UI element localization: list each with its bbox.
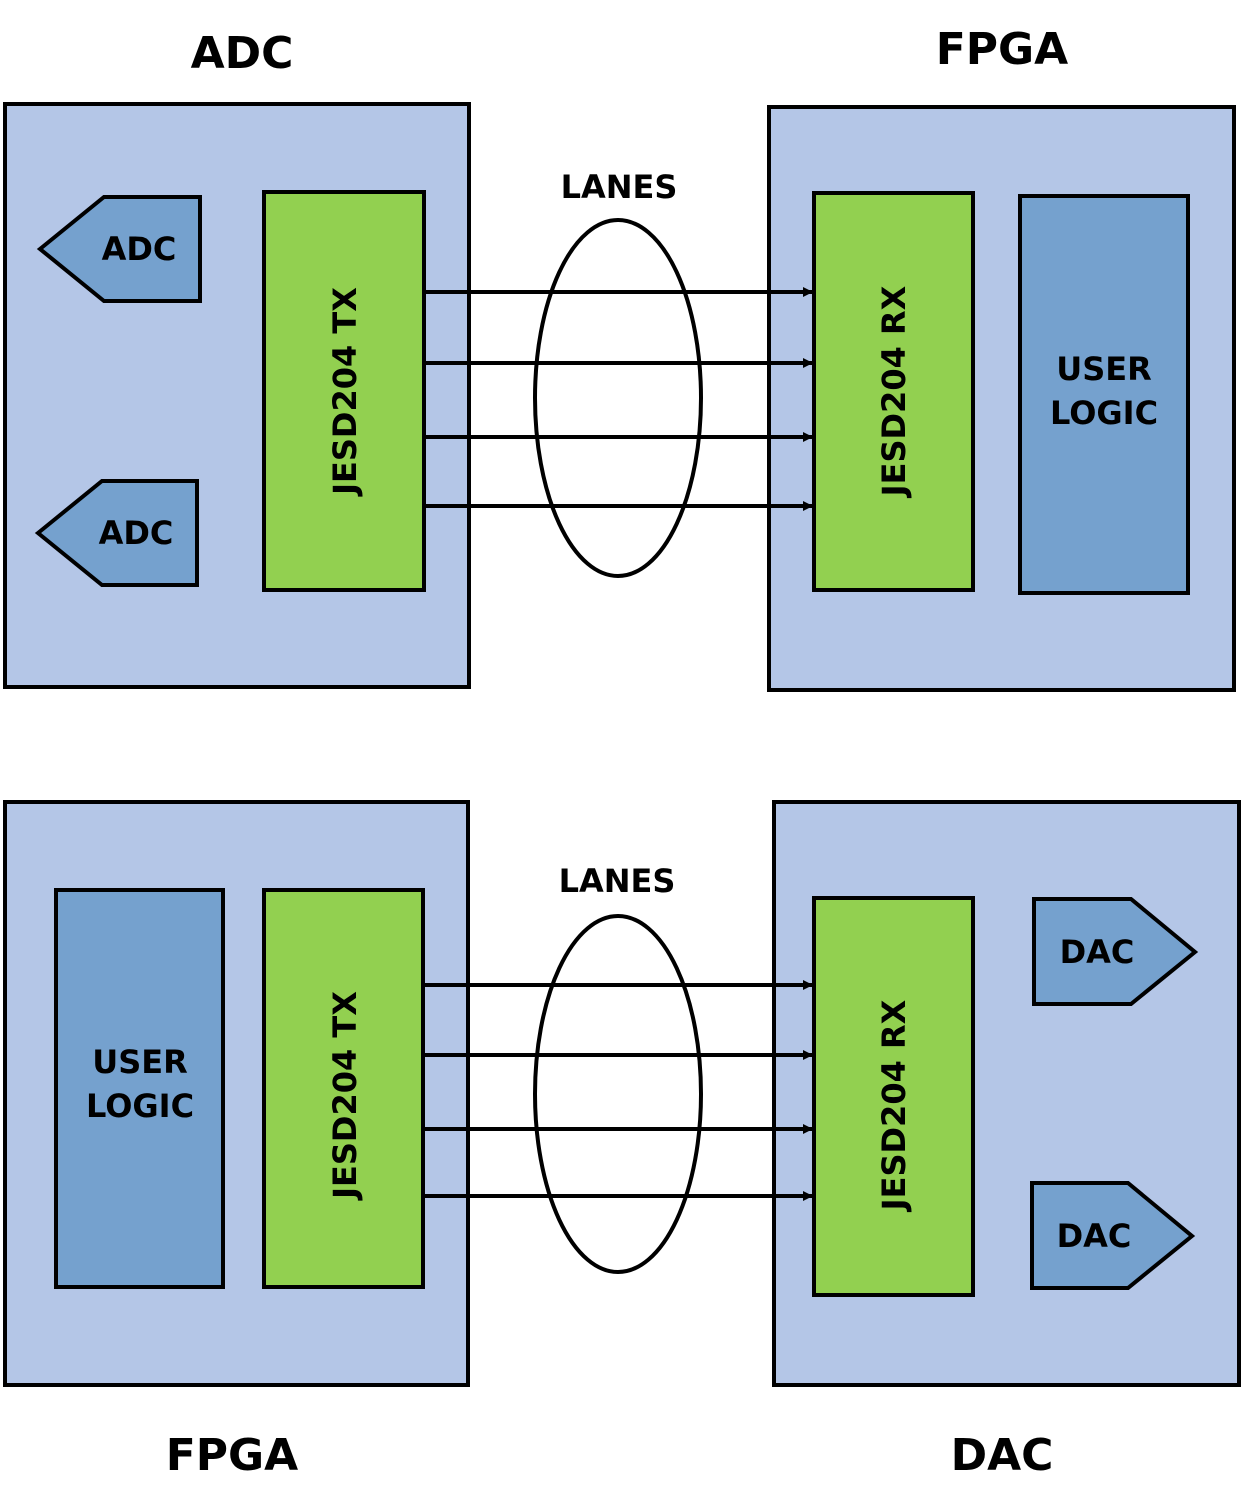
bottom-right-title: DAC (951, 1430, 1054, 1481)
jesd204-rx-block-bottom: JESD204 RX (812, 896, 975, 1297)
jesd204-tx-label: JESD204 TX (326, 991, 364, 1201)
adc-converter-2: ADC (34, 479, 199, 587)
user-logic-label-line1: USER (1056, 350, 1152, 388)
bottom-lanes-label: LANES (559, 862, 676, 900)
user-logic-block: USER LOGIC (1018, 194, 1190, 595)
bottom-lanes-ellipse (533, 914, 703, 1274)
jesd204-rx-label: JESD204 RX (875, 999, 913, 1212)
top-right-title: FPGA (936, 24, 1068, 75)
user-logic-label-line1: USER (92, 1043, 188, 1081)
adc-converter-label: ADC (102, 230, 177, 268)
jesd204-rx-label: JESD204 RX (875, 285, 913, 498)
top-lanes-ellipse (533, 218, 703, 578)
jesd204-rx-block: JESD204 RX (812, 191, 975, 592)
dac-converter-label: DAC (1057, 1217, 1132, 1255)
adc-converter-1: ADC (36, 195, 202, 303)
dac-converter-1: DAC (1032, 897, 1199, 1006)
user-logic-label-line2: LOGIC (1050, 394, 1158, 432)
adc-converter-label: ADC (99, 514, 174, 552)
jesd204-tx-block-bottom: JESD204 TX (262, 888, 425, 1289)
dac-converter-2: DAC (1030, 1181, 1196, 1290)
top-lane-arrows (424, 287, 813, 511)
jesd204-tx-label: JESD204 TX (326, 287, 364, 497)
bottom-lane-arrows (423, 980, 813, 1201)
top-left-title: ADC (191, 28, 294, 79)
top-lanes-label: LANES (561, 168, 678, 206)
jesd204-tx-block: JESD204 TX (262, 190, 426, 592)
user-logic-block-bottom: USER LOGIC (54, 888, 225, 1289)
bottom-left-title: FPGA (166, 1430, 298, 1481)
dac-converter-label: DAC (1060, 933, 1135, 971)
user-logic-label-line2: LOGIC (86, 1087, 194, 1125)
